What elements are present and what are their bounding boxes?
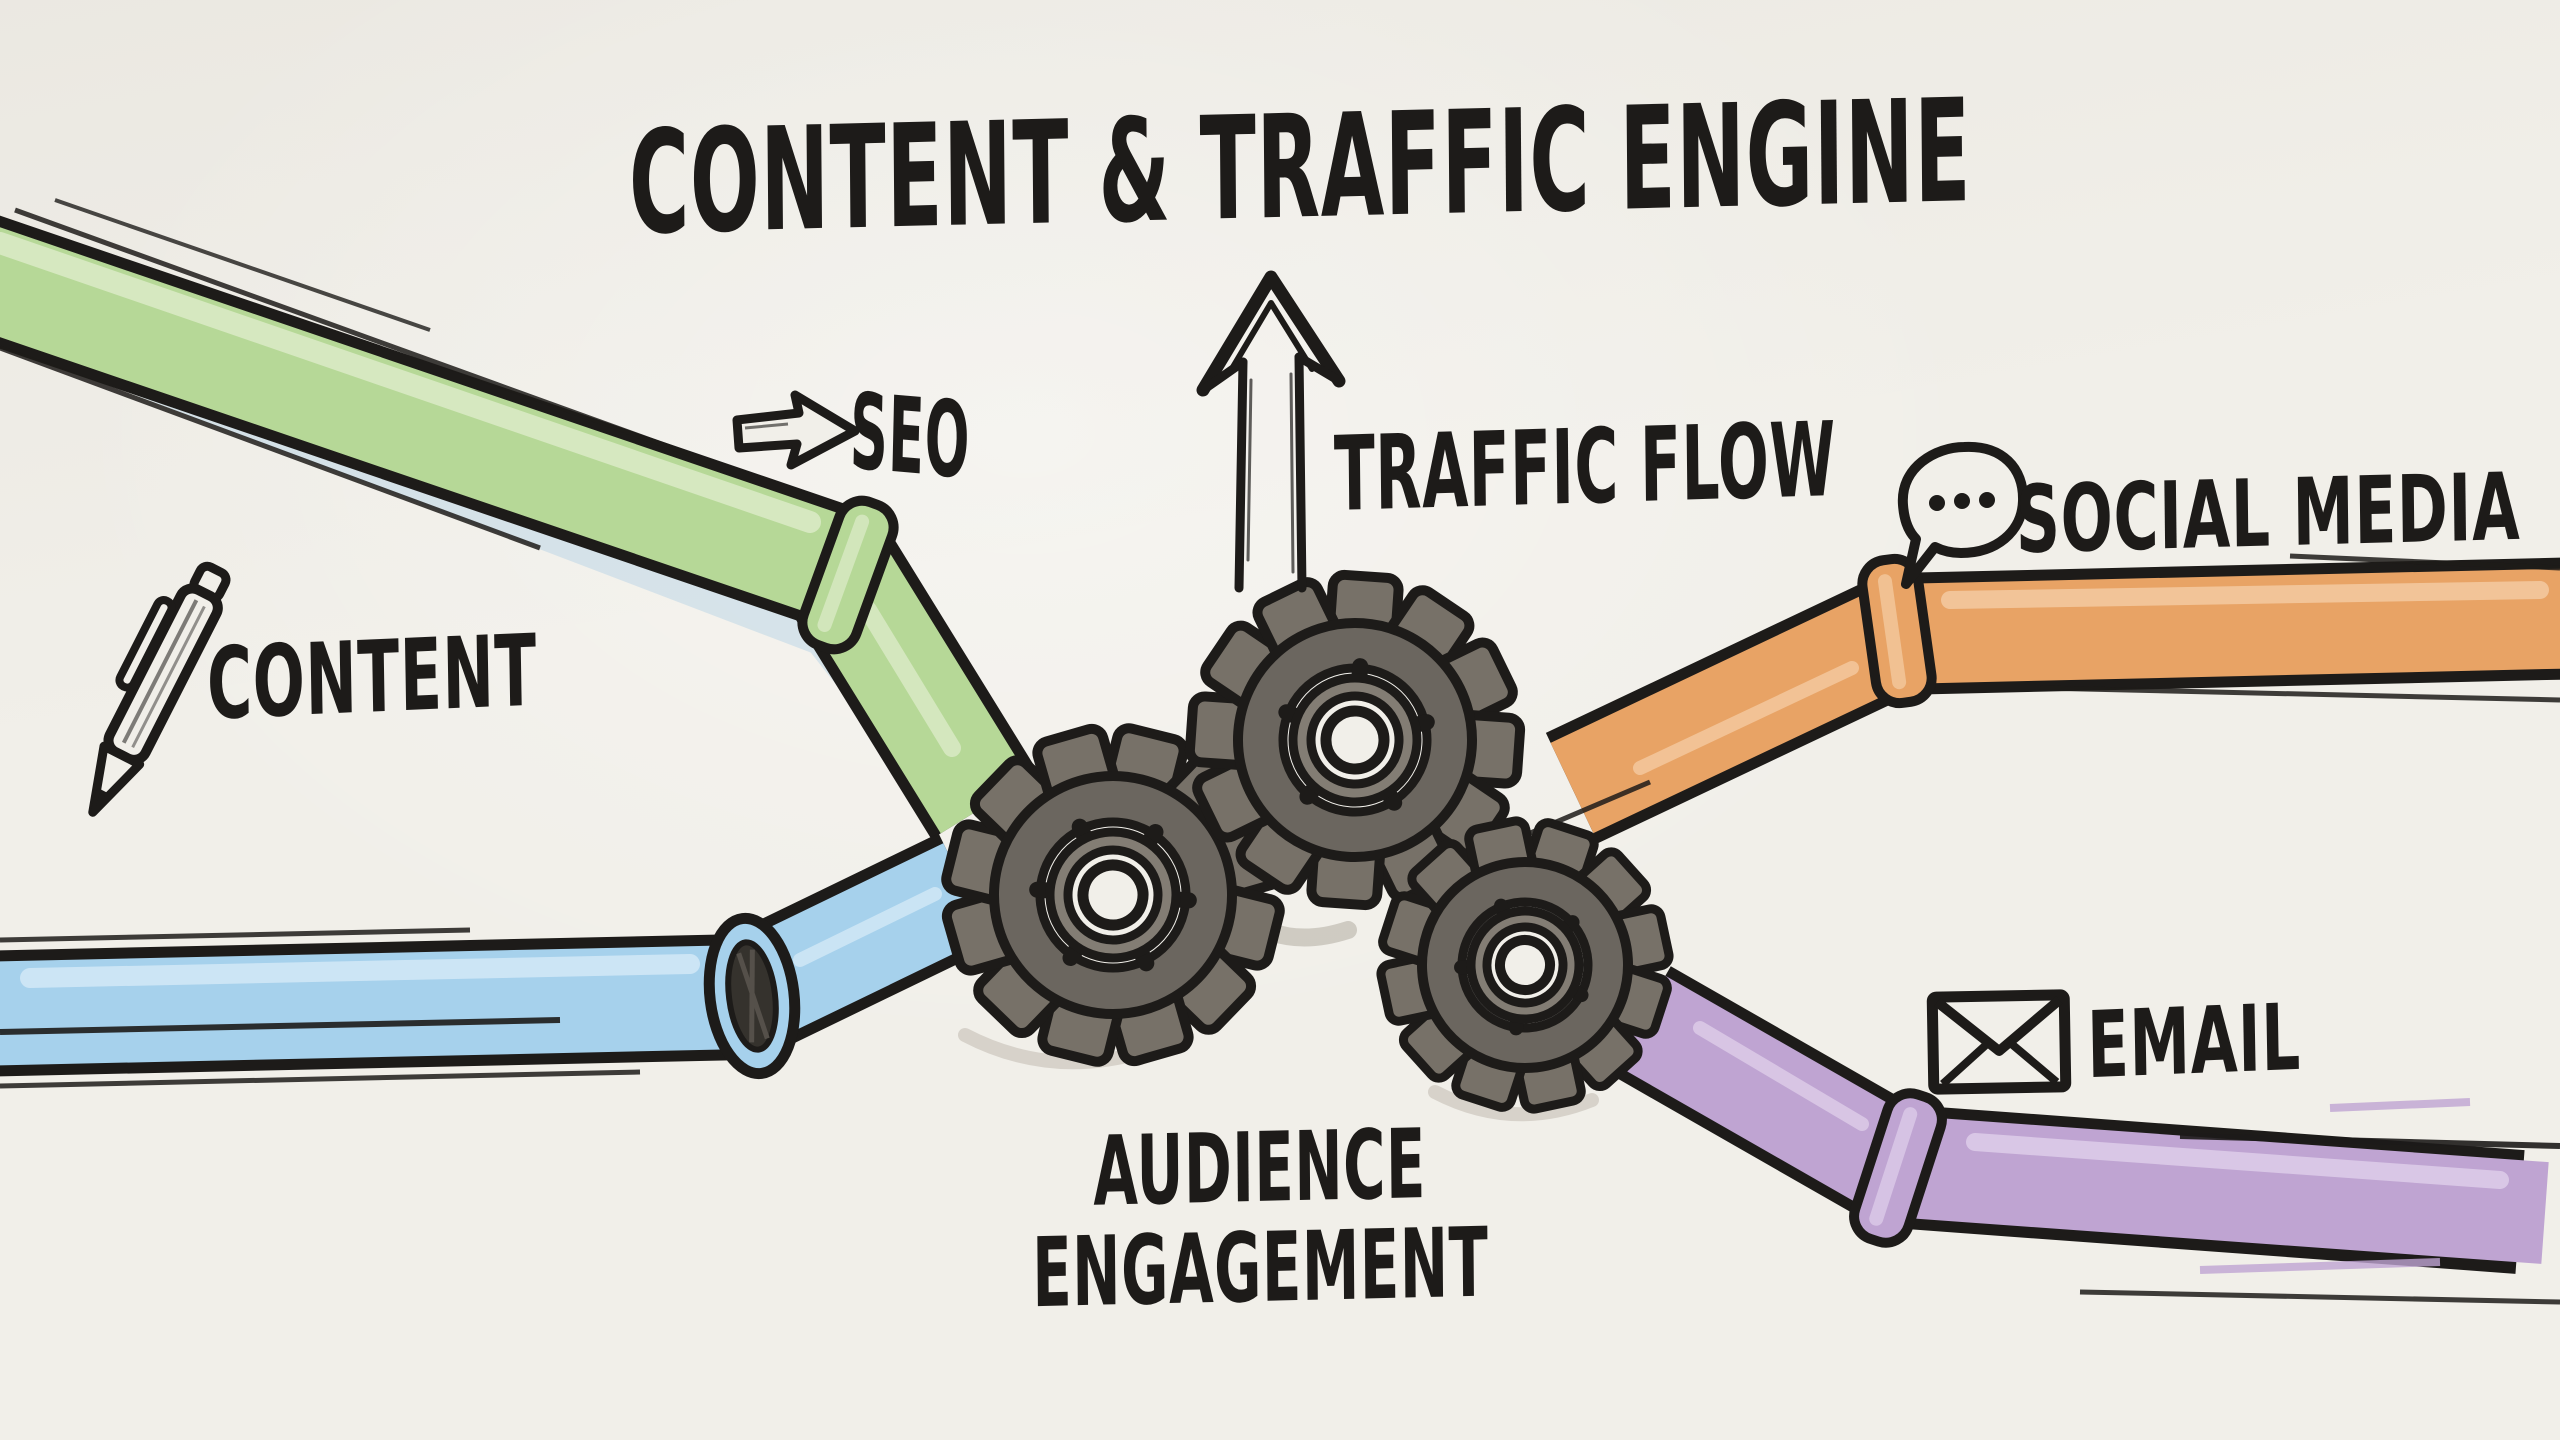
envelope-icon: [1926, 989, 2072, 1095]
label-audience-engagement: AUDIENCE ENGAGEMENT: [1031, 1108, 1489, 1330]
label-social-media: SOCIAL MEDIA: [2015, 452, 2521, 575]
pipe-social-media: [1499, 553, 2560, 849]
pipe-email: [1609, 966, 2560, 1305]
gear-shadow: [1428, 1085, 1599, 1122]
arrow-up-icon: [1196, 270, 1346, 593]
gear-left: [912, 694, 1314, 1096]
page-title: CONTENT & TRAFFIC ENGINE: [628, 69, 1972, 267]
gear-right: [1345, 785, 1705, 1145]
speech-bubble-icon: [1897, 441, 2029, 589]
pipe-joint-email: [1849, 1088, 1947, 1248]
label-traffic-flow: TRAFFIC FLOW: [1333, 399, 1837, 536]
label-seo: SEO: [848, 370, 972, 503]
label-email: EMAIL: [2086, 983, 2302, 1100]
pen-icon: [88, 561, 231, 817]
audience-line-2: ENGAGEMENT: [1031, 1206, 1489, 1330]
audience-line-1: AUDIENCE: [1092, 1108, 1427, 1228]
pipe-joint-content: [703, 912, 801, 1080]
pipe-joint-seo: [797, 495, 899, 655]
label-content: CONTENT: [206, 613, 538, 743]
pipe-content: [0, 833, 994, 1089]
gear-top: [1180, 565, 1530, 915]
arrow-right-icon: [732, 390, 860, 470]
pipe-joint-social-media: [1857, 553, 1937, 709]
pipe-seo: [0, 198, 1039, 840]
